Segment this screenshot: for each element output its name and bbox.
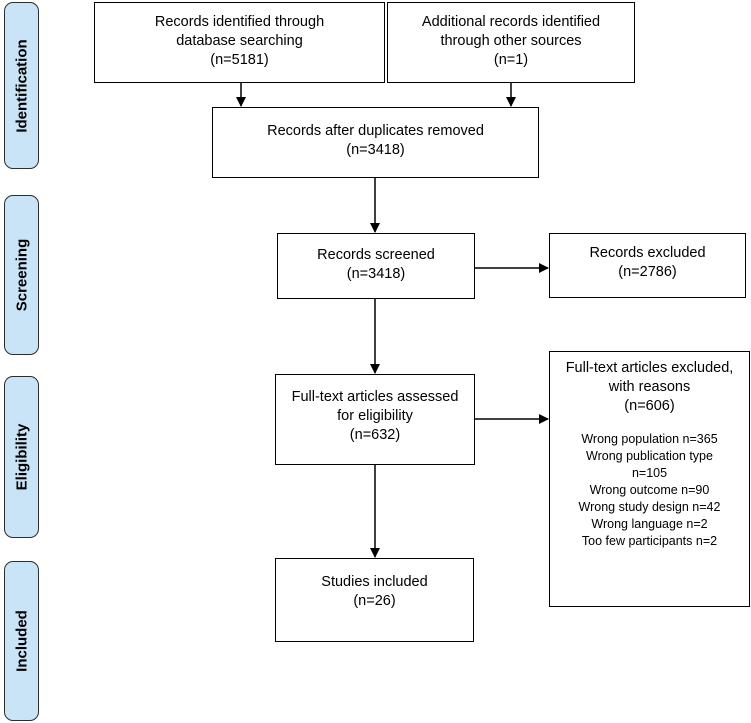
exclusion-reason: Wrong publication type — [586, 449, 713, 463]
fulltext-excluded-line2: with reasons — [608, 379, 691, 395]
other-line2: through other sources — [440, 33, 582, 49]
exclusion-reason: Wrong study design n=42 — [578, 500, 721, 514]
box-studies-included: Studies included (n=26) — [275, 558, 474, 642]
box-duplicates-removed: Records after duplicates removed (n=3418… — [212, 107, 539, 178]
deduplicated-count: (n=3418) — [346, 142, 405, 158]
phase-identification: Identification — [4, 2, 39, 169]
fulltext-excluded-line1: Full-text articles excluded, — [565, 360, 734, 376]
box-database-records: Records identified through database sear… — [94, 2, 385, 83]
phase-eligibility: Eligibility — [4, 376, 39, 538]
exclusion-reason: n=105 — [631, 466, 668, 480]
exclusion-reason: Wrong outcome n=90 — [589, 483, 710, 497]
phase-included: Included — [4, 561, 39, 721]
screened-count: (n=3418) — [346, 266, 406, 282]
excluded-line1: Records excluded — [589, 245, 706, 261]
screened-line1: Records screened — [317, 247, 435, 263]
excluded-count: (n=2786) — [618, 264, 677, 280]
other-line1: Additional records identified — [421, 14, 601, 30]
box-records-excluded: Records excluded (n=2786) — [549, 233, 746, 298]
assessed-count: (n=632) — [349, 427, 401, 443]
box-fulltext-excluded: Full-text articles excluded, with reason… — [549, 351, 750, 607]
database-count: (n=5181) — [210, 52, 269, 68]
box-fulltext-assessed: Full-text articles assessed for eligibil… — [275, 374, 475, 465]
box-other-records: Additional records identified through ot… — [387, 2, 635, 83]
assessed-line2: for eligibility — [337, 408, 413, 424]
included-count: (n=26) — [353, 593, 396, 609]
exclusion-reason: Wrong population n=365 — [581, 432, 718, 446]
exclusion-reason: Wrong language n=2 — [591, 517, 708, 531]
other-count: (n=1) — [493, 52, 529, 68]
database-line1: Records identified through — [154, 14, 325, 30]
box-records-screened: Records screened (n=3418) — [277, 233, 475, 299]
phase-screening: Screening — [4, 195, 39, 355]
database-line2: database searching — [176, 33, 303, 49]
included-line1: Studies included — [321, 574, 428, 590]
deduplicated-line1: Records after duplicates removed — [267, 123, 484, 139]
assessed-line1: Full-text articles assessed — [291, 389, 459, 405]
exclusion-reason: Too few participants n=2 — [581, 534, 718, 548]
fulltext-excluded-count: (n=606) — [624, 398, 675, 414]
